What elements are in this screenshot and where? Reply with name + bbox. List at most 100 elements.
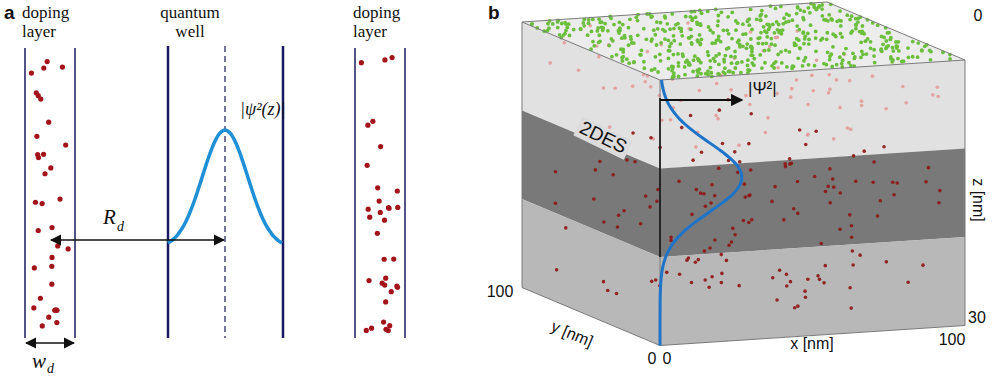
dopant-dot <box>31 305 36 310</box>
dopant-dot <box>729 88 733 92</box>
dopant-dot <box>749 112 753 116</box>
dopant-dot <box>48 165 53 170</box>
surface-charge-dot <box>861 24 865 28</box>
surface-charge-dot <box>765 31 769 35</box>
tick-label: 0 <box>663 350 672 368</box>
surface-charge-dot <box>741 22 745 26</box>
dopant-dot <box>378 210 383 215</box>
surface-charge-dot <box>796 6 800 10</box>
dopant-dot <box>694 261 698 265</box>
dopant-dot <box>382 218 387 223</box>
surface-charge-dot <box>695 69 699 73</box>
surface-charge-dot <box>597 17 601 21</box>
surface-charge-dot <box>739 71 743 75</box>
surface-charge-dot <box>758 18 762 22</box>
dopant-dot <box>827 91 831 95</box>
surface-charge-dot <box>638 53 642 57</box>
surface-charge-dot <box>740 60 744 64</box>
surface-charge-dot <box>572 28 576 32</box>
surface-charge-dot <box>778 29 782 33</box>
surface-charge-dot <box>928 49 932 53</box>
dopant-dot <box>383 327 388 332</box>
surface-charge-dot <box>636 33 640 37</box>
surface-charge-dot <box>859 56 863 60</box>
dopant-dot <box>725 259 729 263</box>
surface-charge-dot <box>587 21 591 25</box>
surface-charge-dot <box>627 26 631 30</box>
dopant-dot <box>678 272 682 276</box>
surface-charge-dot <box>721 28 725 32</box>
surface-charge-dot <box>803 37 807 41</box>
dopant-dot <box>818 278 822 282</box>
dopant-dot <box>891 180 895 184</box>
dopant-dot <box>29 71 34 76</box>
surface-charge-dot <box>842 52 846 56</box>
surface-charge-dot <box>665 22 669 26</box>
surface-charge-dot <box>782 16 786 20</box>
surface-charge-dot <box>872 48 876 52</box>
surface-charge-dot <box>826 51 830 55</box>
surface-charge-dot <box>735 61 739 65</box>
surface-charge-dot <box>716 38 720 42</box>
surface-charge-dot <box>612 23 616 27</box>
surface-charge-dot <box>649 15 653 19</box>
surface-charge-dot <box>719 10 723 14</box>
surface-charge-dot <box>929 58 933 62</box>
surface-charge-dot <box>693 54 697 58</box>
dopant-dot <box>784 165 788 169</box>
dopant-dot <box>862 149 866 153</box>
surface-charge-dot <box>814 36 818 40</box>
dopant-dot <box>732 95 736 99</box>
surface-charge-dot <box>628 17 632 21</box>
surface-charge-dot <box>716 19 720 23</box>
dopant-dot <box>773 185 777 189</box>
surface-charge-dot <box>830 65 834 69</box>
axis-line <box>659 98 661 257</box>
surface-charge-dot <box>734 28 738 32</box>
dopant-dot <box>792 207 796 211</box>
surface-charge-dot <box>677 61 681 65</box>
dopant-dot <box>364 328 369 333</box>
surface-charge-dot <box>642 66 646 70</box>
dopant-dot <box>687 256 691 260</box>
dopant-dot <box>631 131 635 135</box>
dopant-dot <box>823 264 827 268</box>
dopant-dot <box>658 94 662 98</box>
dopant-dot <box>53 307 58 312</box>
dopant-dot <box>775 298 779 302</box>
surface-charge-dot <box>587 18 591 22</box>
surface-charge-dot <box>840 35 844 39</box>
surface-charge-dot <box>746 68 750 72</box>
dimension-label: w <box>32 350 46 373</box>
surface-charge-dot <box>814 8 818 12</box>
surface-charge-dot <box>808 11 812 15</box>
surface-charge-dot <box>747 23 751 27</box>
dopant-dot <box>699 191 703 195</box>
surface-charge-dot <box>852 57 856 61</box>
dopant-dot <box>41 152 46 157</box>
surface-charge-dot <box>865 52 869 56</box>
surface-charge-dot <box>806 32 810 36</box>
surface-charge-dot <box>841 58 845 62</box>
dopant-dot <box>879 199 883 203</box>
surface-charge-dot <box>751 53 755 57</box>
dopant-dot <box>835 78 839 82</box>
surface-charge-dot <box>848 18 852 22</box>
surface-charge-dot <box>761 42 765 46</box>
dopant-dot <box>690 213 694 217</box>
surface-charge-dot <box>891 46 895 50</box>
dopant-dot <box>375 231 380 236</box>
dopant-dot <box>806 133 810 137</box>
dopant-dot <box>714 114 718 118</box>
surface-charge-dot <box>869 40 873 44</box>
dopant-dot <box>709 201 713 205</box>
dopant-dot <box>884 107 888 111</box>
surface-charge-dot <box>582 24 586 28</box>
surface-charge-dot <box>881 42 885 46</box>
dopant-dot <box>700 150 704 154</box>
surface-charge-dot <box>653 67 657 71</box>
surface-charge-dot <box>759 31 763 35</box>
surface-charge-dot <box>717 63 721 67</box>
